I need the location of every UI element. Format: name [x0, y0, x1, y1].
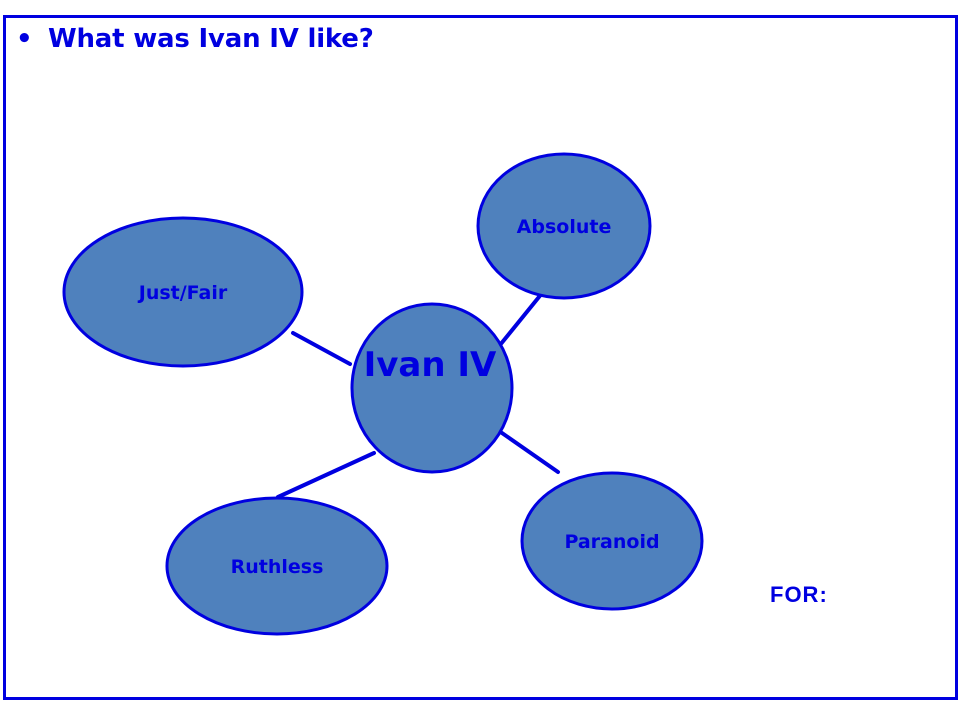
- node-label-center: Ivan IV: [364, 345, 497, 385]
- bullet-icon: •: [16, 24, 33, 54]
- slide-frame: [3, 15, 958, 700]
- connector-ruthless: [276, 451, 376, 499]
- connector-absolute: [498, 290, 545, 347]
- node-center: [350, 302, 514, 474]
- node-label-just-fair: Just/Fair: [137, 282, 228, 304]
- question-heading: What was Ivan IV like?: [48, 24, 374, 54]
- connector-just-fair: [291, 331, 352, 366]
- node-label-paranoid: Paranoid: [564, 531, 659, 553]
- for-label: FOR:: [770, 582, 828, 607]
- node-label-absolute: Absolute: [517, 216, 612, 238]
- connector-paranoid: [500, 431, 560, 474]
- question-bullet: • What was Ivan IV like?: [16, 24, 374, 54]
- node-ruthless: [165, 496, 389, 636]
- node-just-fair: [62, 216, 304, 368]
- node-label-ruthless: Ruthless: [231, 556, 324, 578]
- node-paranoid: [520, 471, 704, 611]
- node-absolute: [476, 152, 652, 300]
